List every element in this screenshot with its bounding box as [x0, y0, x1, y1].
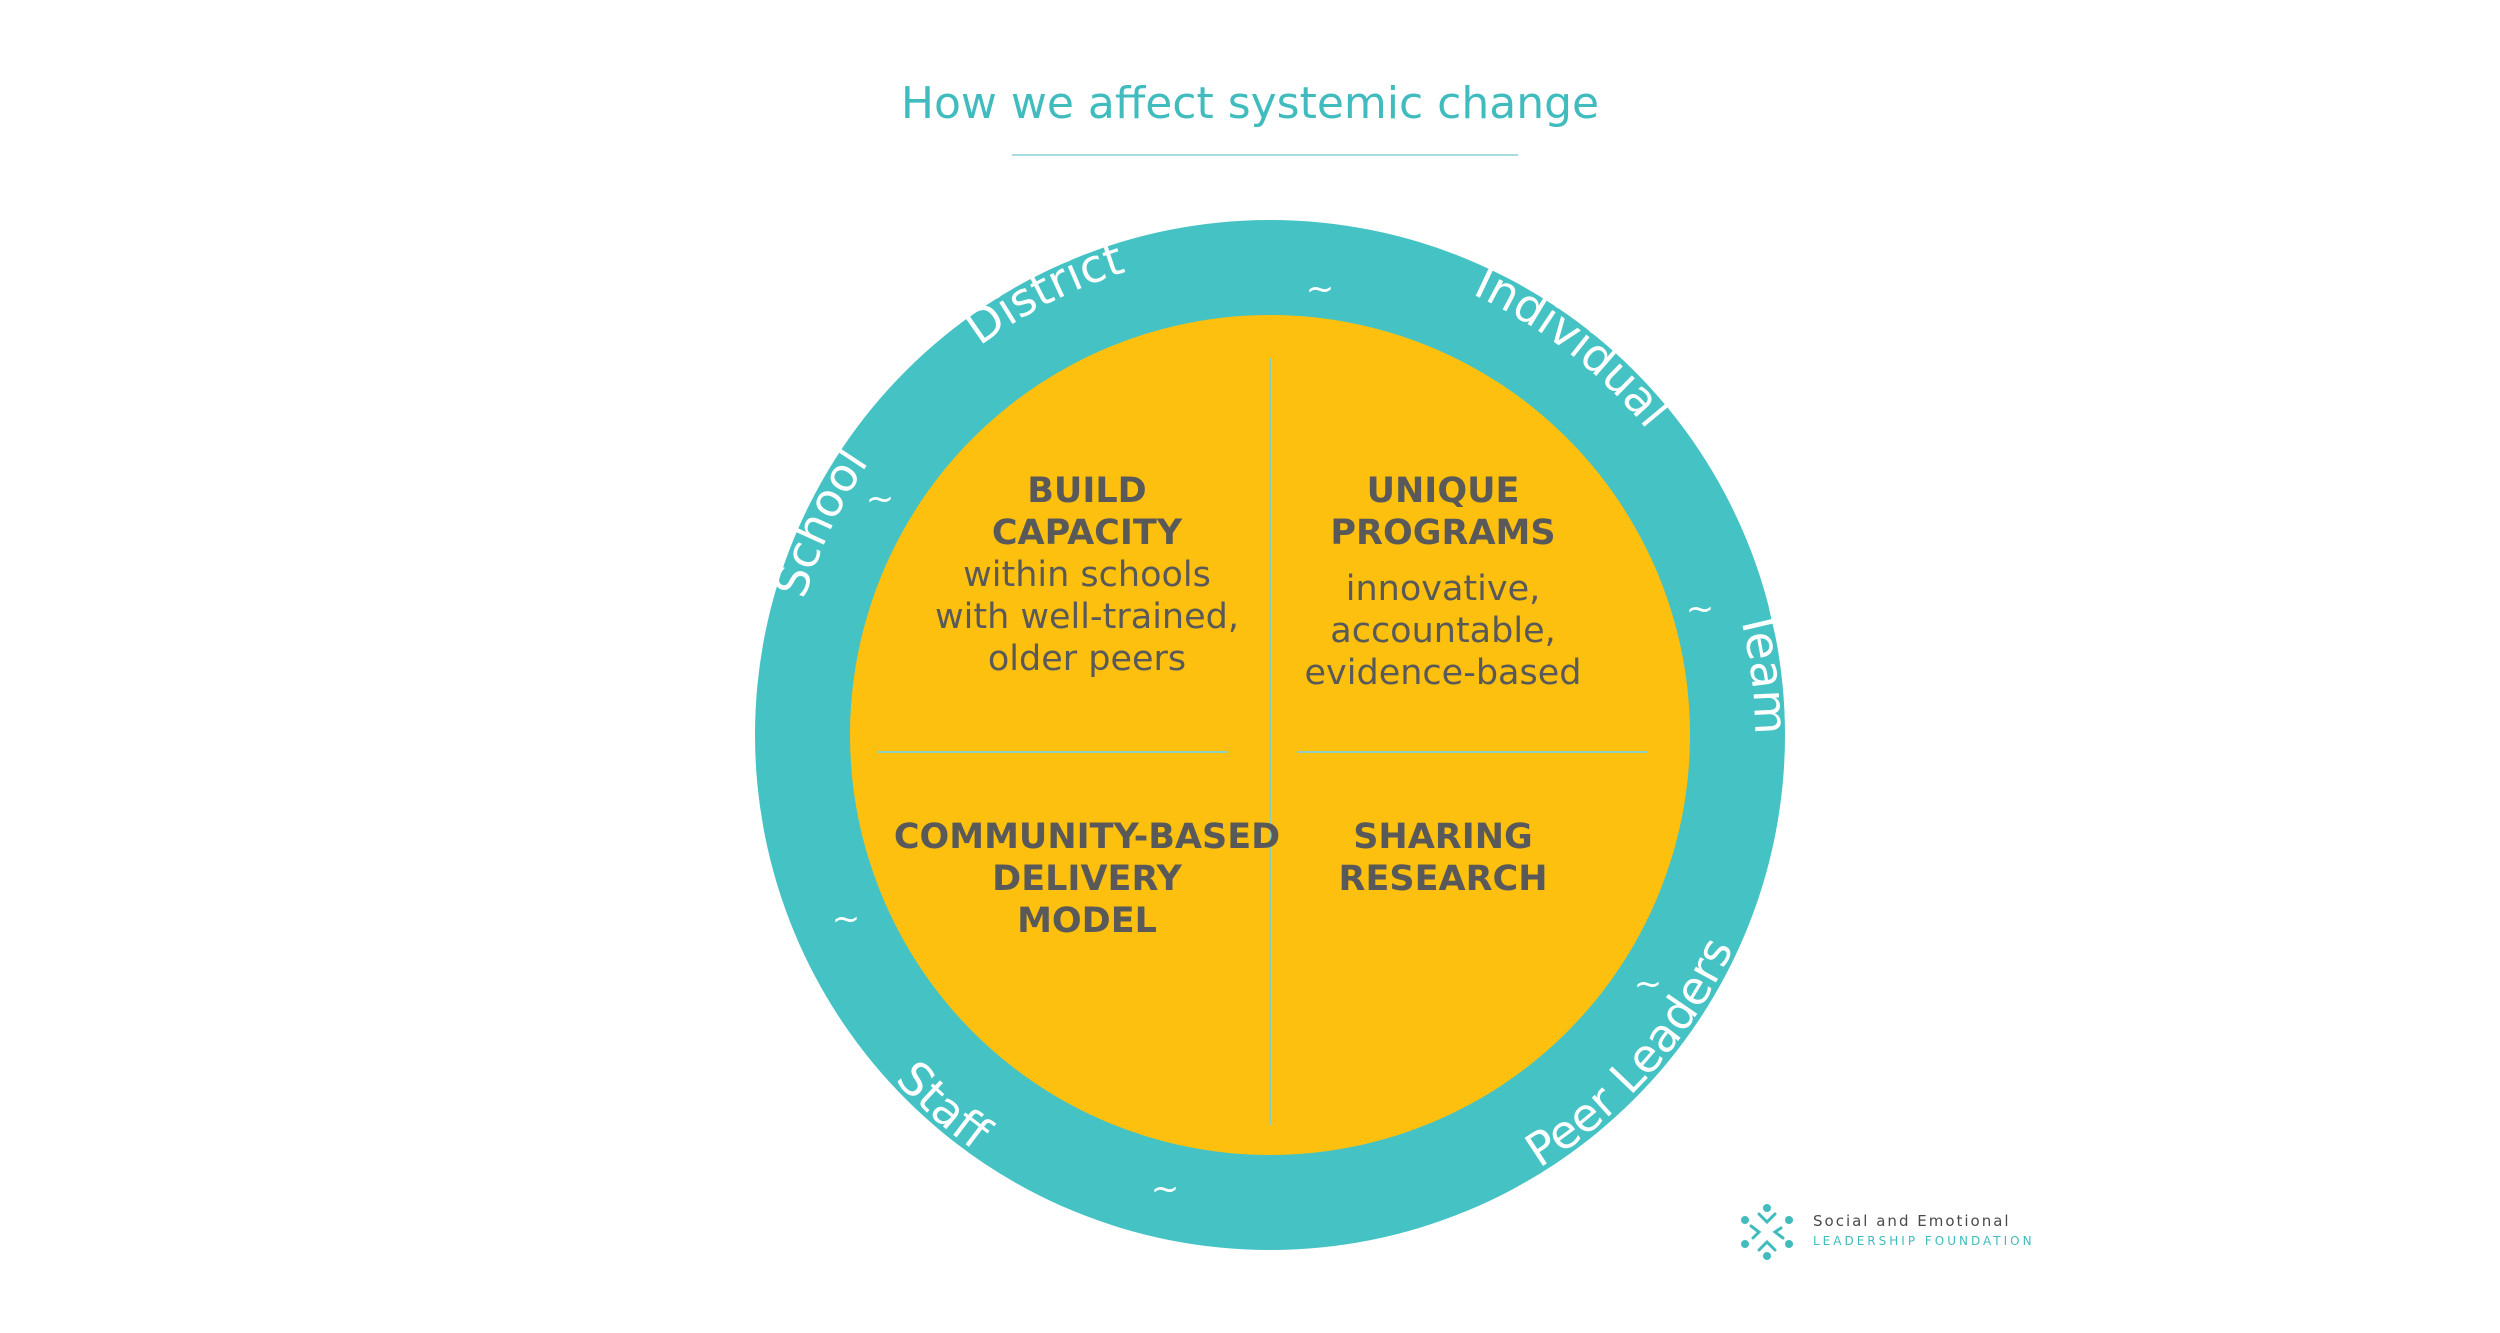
quadrant-subtext: older peers	[987, 639, 1187, 679]
logo-text-primary: Social and Emotional	[1813, 1212, 2011, 1230]
ring-separator: ~	[866, 479, 895, 519]
quadrant-heading: COMMUNITY-BASED	[893, 817, 1281, 857]
quadrant-heading: RESEARCH	[1338, 859, 1548, 899]
ring-separator: ~	[832, 899, 861, 939]
ring-separator: ~	[1151, 1169, 1180, 1209]
quadrant-build-capacity: BUILD CAPACITY within schools with well-…	[887, 470, 1287, 680]
title-divider	[1012, 154, 1518, 156]
quadrant-heading: BUILD	[1027, 471, 1147, 511]
quadrant-heading: UNIQUE	[1366, 471, 1520, 511]
quadrant-subtext: with well-trained,	[935, 597, 1239, 637]
quadrant-community-based-delivery: COMMUNITY-BASED DELIVERY MODEL	[887, 816, 1287, 942]
quadrant-heading: SHARING	[1353, 817, 1533, 857]
quadrant-heading: CAPACITY	[991, 513, 1183, 553]
ring-separator: ~	[1634, 964, 1663, 1004]
quadrant-subtext: within schools	[963, 555, 1211, 595]
quadrant-sharing-research: SHARING RESEARCH	[1243, 816, 1643, 900]
quadrant-subtext: innovative,	[1345, 569, 1541, 609]
foundation-logo: Social and Emotional LEADERSHIP FOUNDATI…	[1735, 1200, 2035, 1270]
ring-separator: ~	[1686, 589, 1715, 629]
quadrant-subtext: accountable,	[1330, 611, 1556, 651]
quadrant-heading: PROGRAMS	[1330, 513, 1556, 553]
logo-text-secondary: LEADERSHIP FOUNDATION	[1813, 1234, 2035, 1248]
quadrant-heading: MODEL	[1017, 901, 1157, 941]
people-circle-logo-icon	[1741, 1204, 1793, 1260]
quadrant-heading: DELIVERY	[992, 859, 1182, 899]
quadrant-unique-programs: UNIQUE PROGRAMS innovative, accountable,…	[1243, 470, 1643, 694]
quadrant-subtext: evidence-based	[1304, 653, 1582, 693]
ring-separator: ~	[1306, 269, 1335, 309]
page-title: How we affect systemic change	[900, 78, 1600, 129]
